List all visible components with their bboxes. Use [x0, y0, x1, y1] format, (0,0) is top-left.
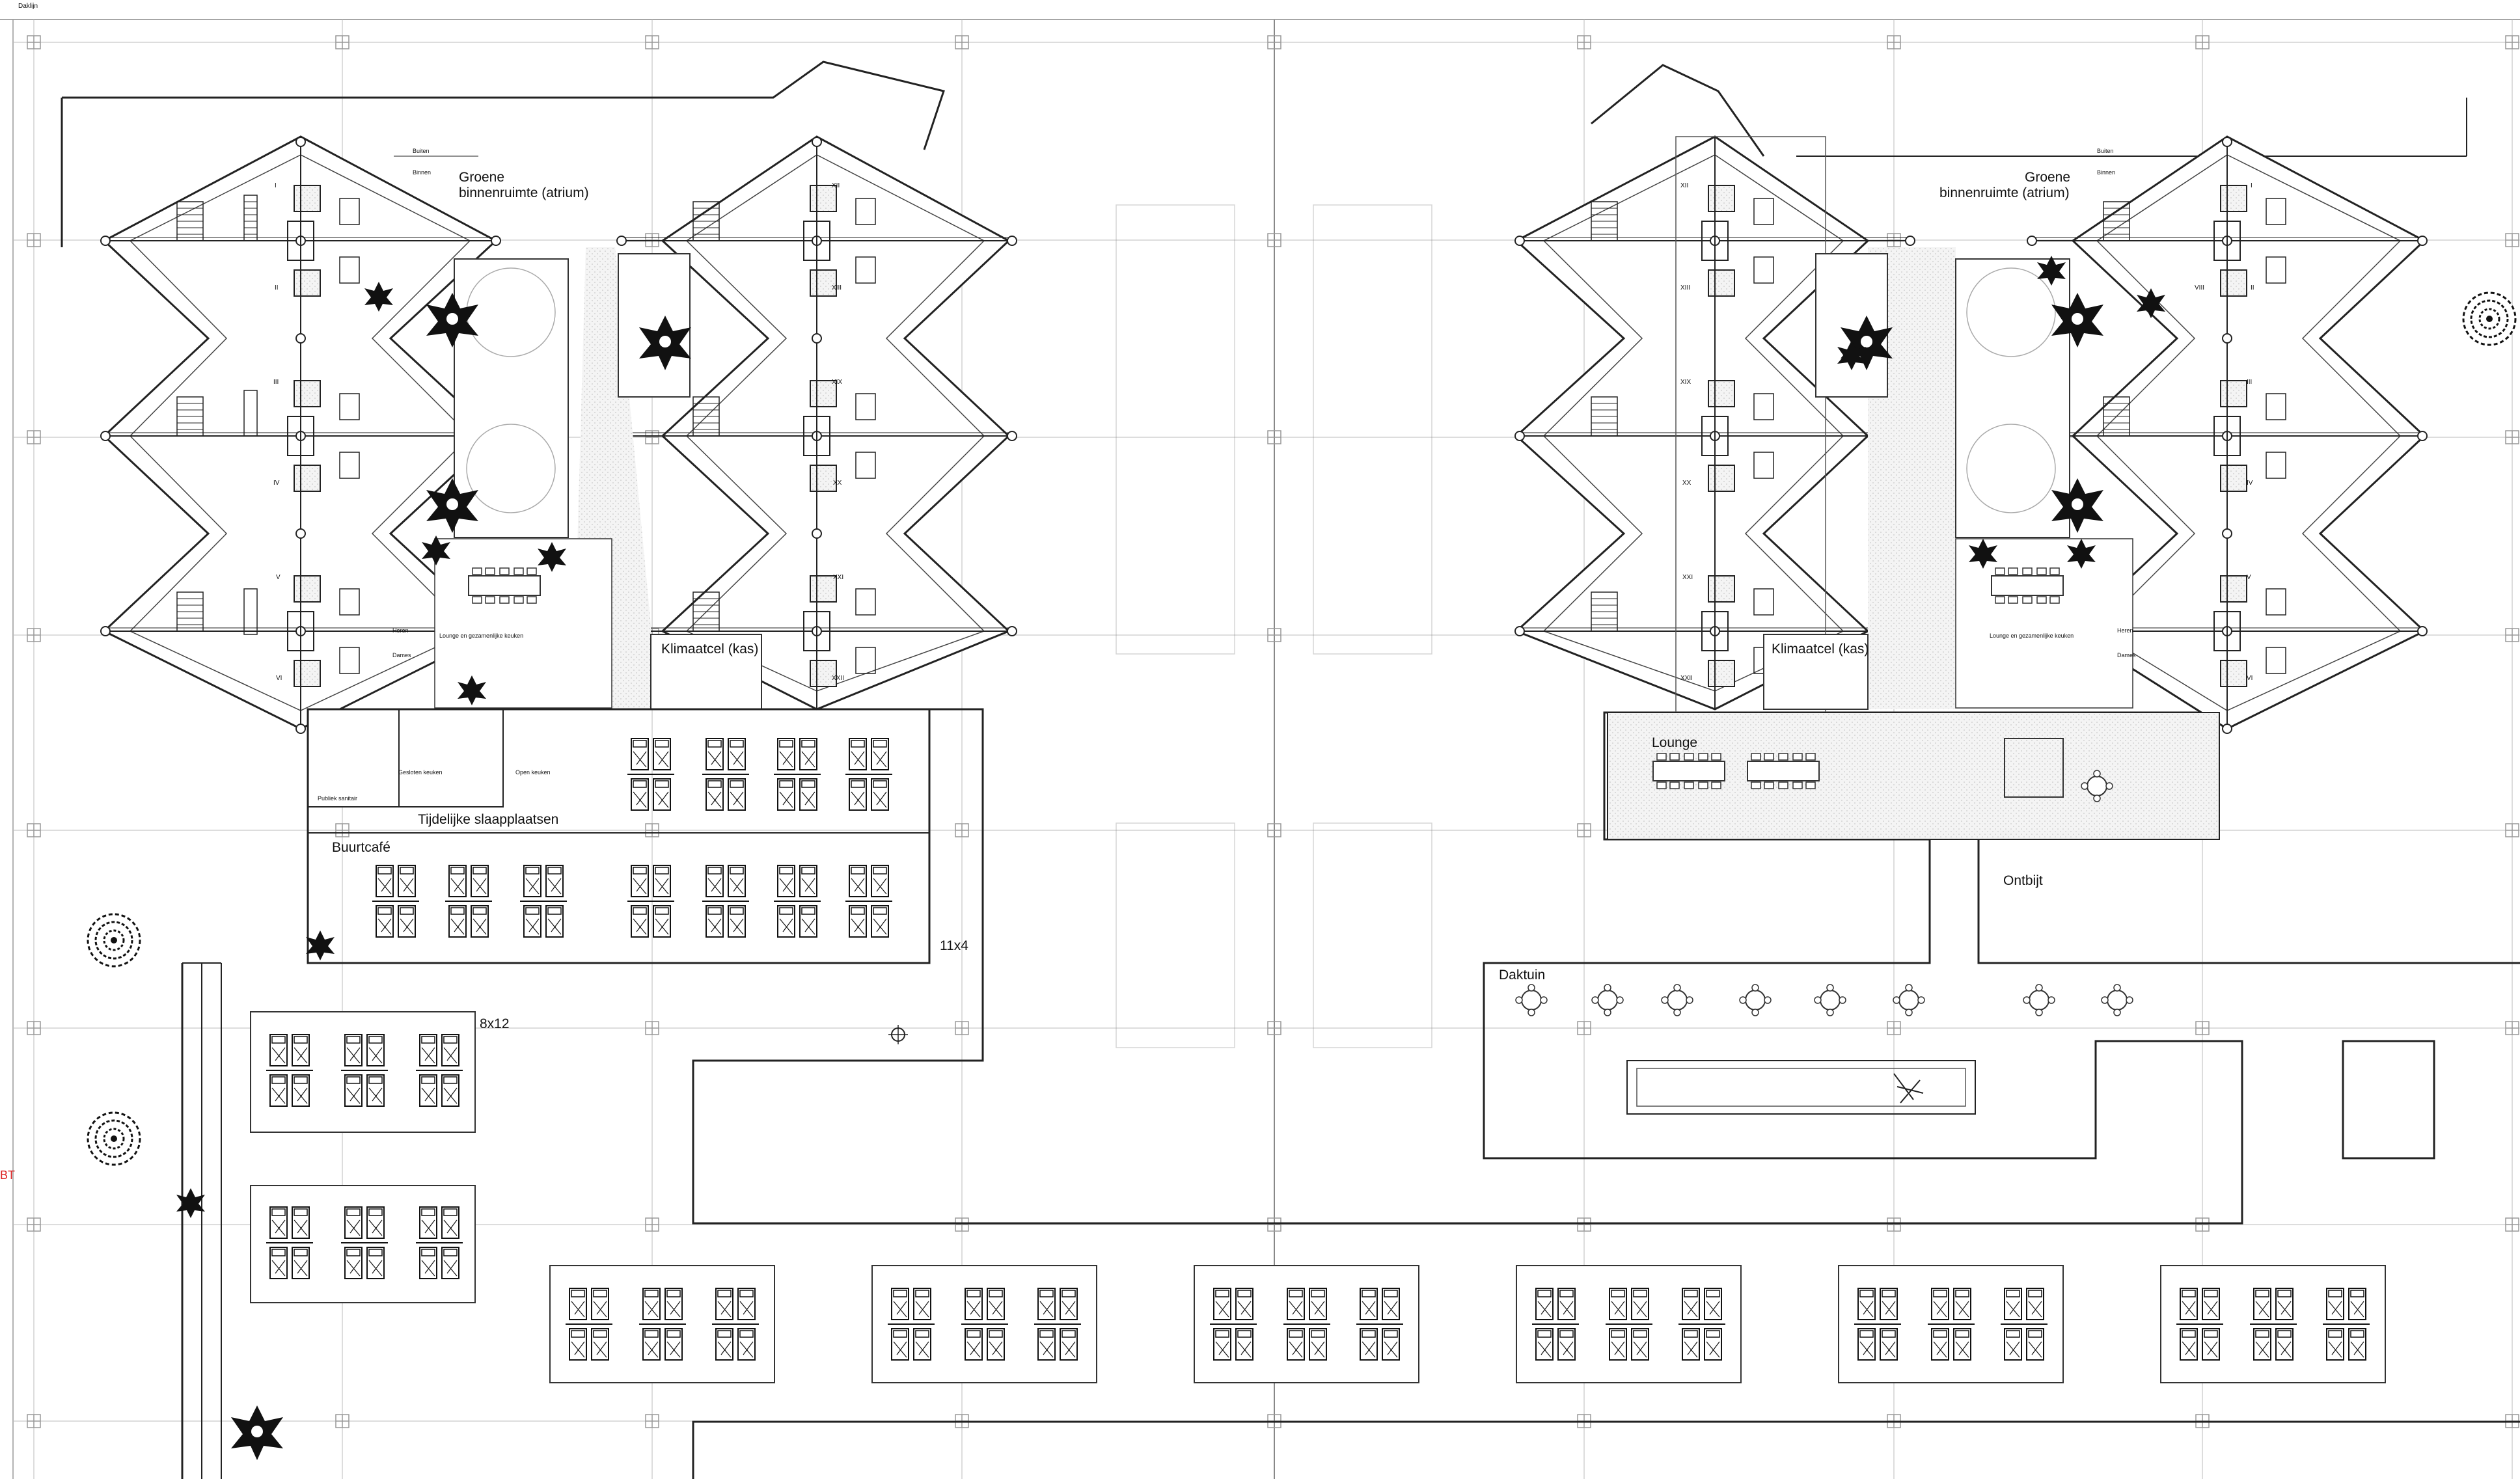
buiten-label-left: Buiten [413, 148, 430, 154]
svg-text:VI: VI [276, 675, 282, 682]
svg-text:XXI: XXI [833, 574, 843, 581]
binnen-label-left: Binnen [413, 169, 431, 176]
svg-text:XIII: XIII [1680, 284, 1690, 292]
atrium-right [1868, 247, 1956, 709]
margin-mark: BT [0, 1169, 15, 1182]
gesloten-keuken-label: Gesloten keuken [398, 769, 443, 776]
roof-edge-left [62, 61, 945, 150]
count-8x12-label: 8x12 [480, 1016, 510, 1031]
klimaatcel-label-right: Klimaatcel (kas) [1772, 642, 1869, 657]
unit-numbers-right-a: XII XIII XIX XX XXI XXII [1680, 182, 1693, 682]
svg-text:I: I [275, 182, 277, 189]
svg-text:XX: XX [833, 480, 842, 487]
lounge-kitchen-label-right: Lounge en gezamenlijke keuken [1990, 632, 2074, 639]
buiten-label-right: Buiten [2097, 148, 2114, 154]
svg-text:XIII: XIII [832, 284, 842, 292]
binnen-label-right: Binnen [2097, 169, 2115, 176]
ghost-bed-blocks [1116, 204, 1432, 1048]
unit-numbers-left-a: I II III IV V VI [273, 182, 282, 682]
svg-text:XIX: XIX [1680, 379, 1691, 386]
svg-text:VI: VI [2247, 675, 2253, 682]
svg-text:XXII: XXII [832, 675, 844, 682]
roof-edge-right [1591, 64, 1765, 157]
publiek-sanitair-label: Publiek sanitair [318, 795, 357, 802]
compass-icon [888, 1025, 908, 1044]
tijdelijke-slaapplaatsen-label: Tijdelijke slaapplaatsen [418, 812, 558, 827]
svg-text:VIII: VIII [2195, 284, 2204, 292]
dames-label-left: Dames [392, 652, 411, 658]
atrium-label-left-2: binnenruimte (atrium) [459, 185, 589, 200]
open-keuken-label: Open keuken [515, 769, 551, 776]
svg-text:XII: XII [1680, 182, 1688, 189]
svg-text:V: V [276, 574, 281, 581]
stair-icon [243, 195, 258, 635]
lounge-label: Lounge [1652, 735, 1697, 750]
wing-right-a [1514, 135, 1915, 716]
sheet-title: Daklijn [18, 3, 38, 10]
sleep-blocks-8x12 [250, 1011, 476, 1303]
unit-numbers-left-b: XII XIII XIX XX XXI XXII [832, 182, 844, 682]
svg-text:V: V [2247, 574, 2251, 581]
wing-left-b [616, 135, 1017, 711]
svg-text:II: II [2251, 284, 2254, 292]
svg-text:III: III [273, 379, 279, 386]
atrium-label-left-1: Groene [459, 170, 504, 185]
svg-text:II: II [275, 284, 279, 292]
wing-left-a [100, 135, 501, 734]
heren-label-left: Heren [392, 627, 409, 634]
svg-text:IV: IV [2247, 480, 2253, 487]
svg-text:IV: IV [273, 480, 280, 487]
lounge-area-right [1607, 712, 2220, 840]
sculpture-icon [1893, 1073, 1924, 1104]
dames-label-right: Dames [2117, 652, 2136, 658]
lounge-kitchen-label-left: Lounge en gezamenlijke keuken [439, 632, 523, 639]
svg-text:XII: XII [832, 182, 840, 189]
count-11x4-label: 11x4 [940, 938, 968, 953]
bottom-sleep-blocks [549, 1265, 2386, 1383]
ontbijt-label: Ontbijt [2003, 873, 2043, 888]
svg-text:XIX: XIX [832, 379, 842, 386]
buurtcafe-label: Buurtcafé [332, 840, 390, 855]
svg-text:XXI: XXI [1682, 574, 1693, 581]
table-icon [1515, 984, 2133, 1016]
svg-text:I: I [2251, 182, 2253, 189]
atrium-label-right-2: binnenruimte (atrium) [1939, 185, 2070, 200]
klimaatcel-label-left: Klimaatcel (kas) [661, 642, 758, 657]
temporary-sleeping-block [307, 708, 931, 964]
unit-numbers-right-b: I VIII II III IV V VI [2195, 182, 2254, 682]
daktuin-label: Daktuin [1499, 968, 1545, 983]
wing-right-b [2027, 135, 2428, 734]
svg-text:XX: XX [1682, 480, 1691, 487]
svg-text:XXII: XXII [1680, 675, 1693, 682]
svg-text:III: III [2247, 379, 2252, 386]
heren-label-right: Heren [2117, 627, 2133, 634]
atrium-label-right-1: Groene [2025, 170, 2070, 185]
